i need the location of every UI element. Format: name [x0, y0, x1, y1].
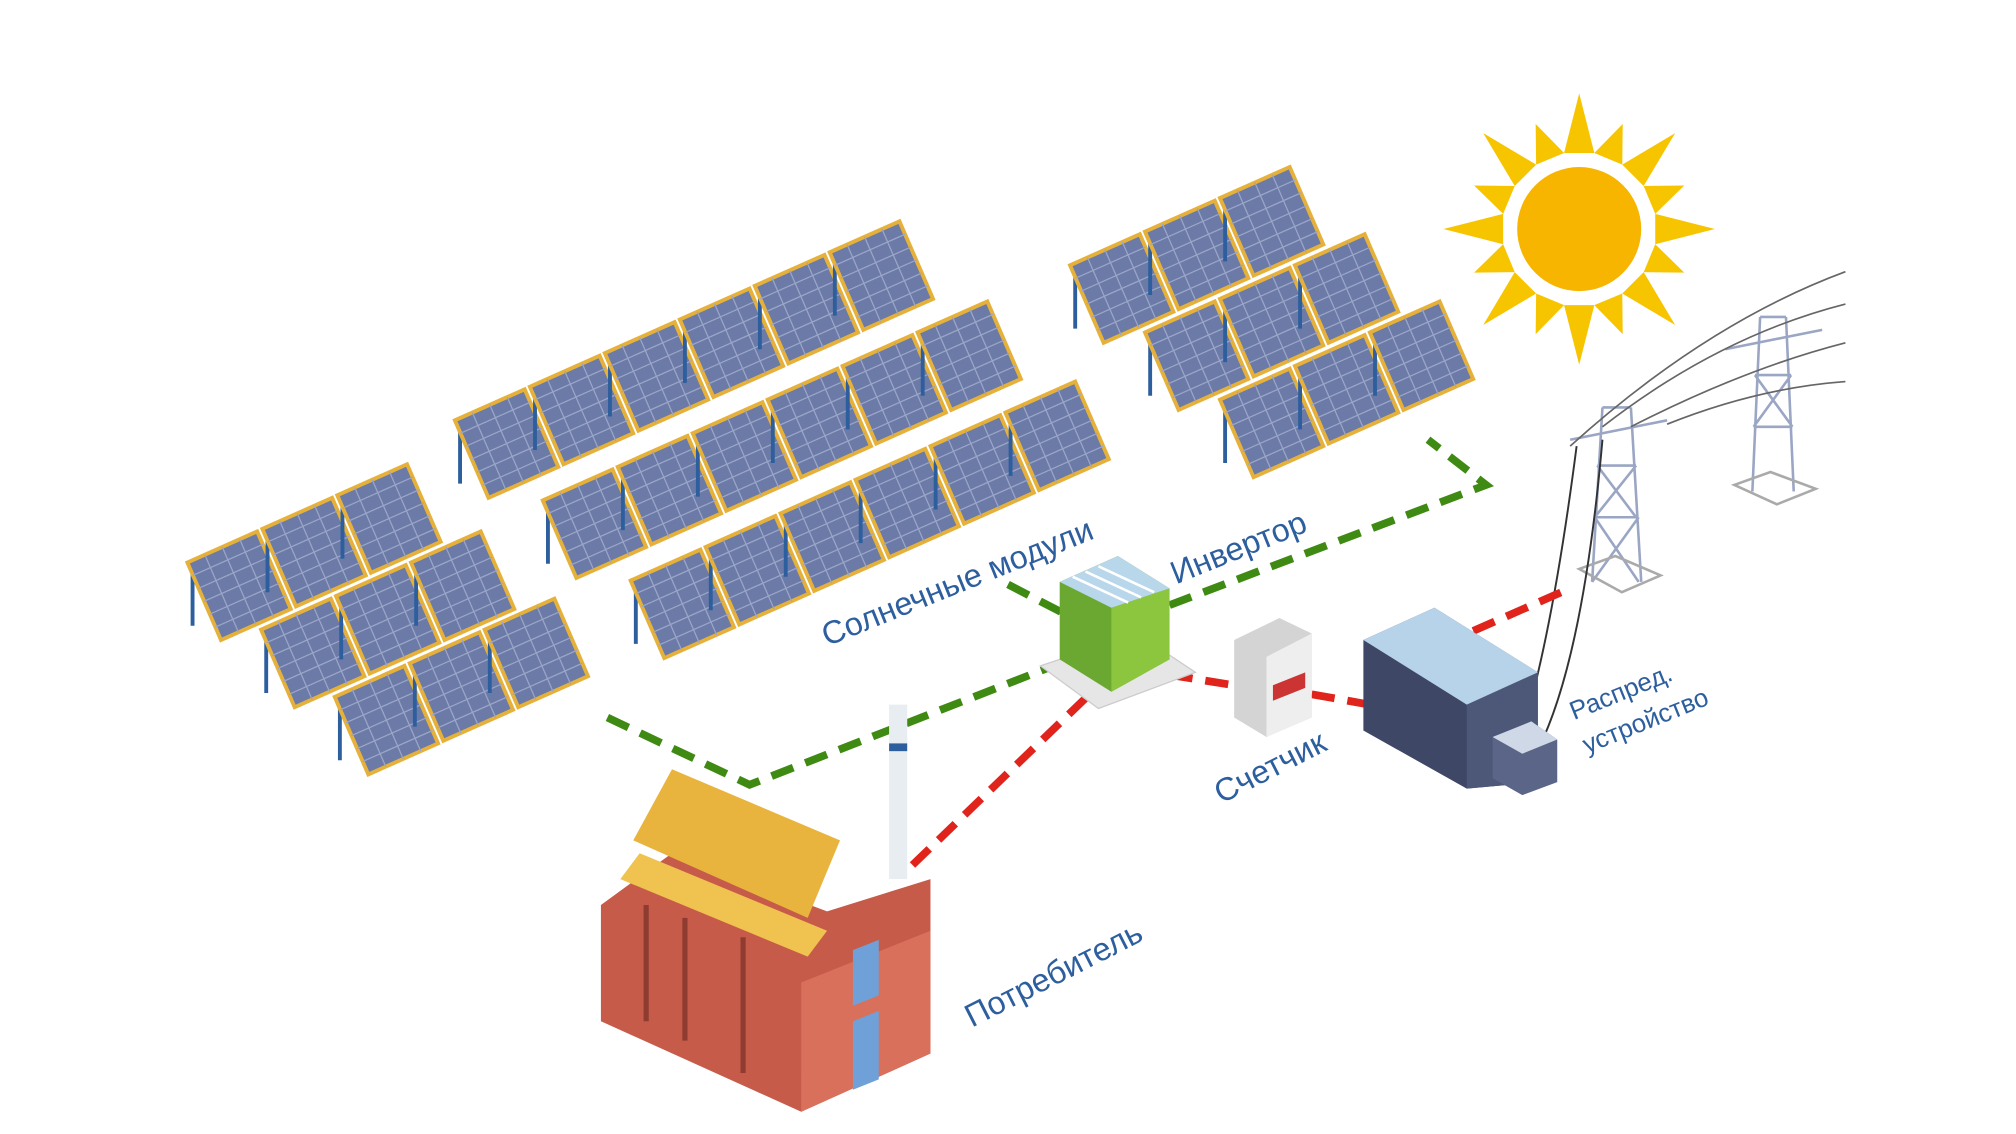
sun-ray — [1483, 272, 1537, 326]
sun-ray — [1594, 293, 1623, 335]
solar-panel — [1217, 366, 1326, 480]
sun-ray — [1643, 244, 1685, 273]
solar-panel — [258, 596, 367, 710]
solar-panel — [334, 461, 444, 576]
sun-ray — [1564, 93, 1595, 154]
solar-panel — [827, 218, 936, 333]
sun-ray — [1594, 123, 1623, 165]
solar-panel — [690, 399, 799, 514]
sun-ray — [1443, 213, 1504, 245]
solar-panel — [1002, 378, 1112, 493]
solar-panel — [677, 285, 786, 400]
electric-meter-icon — [1234, 618, 1312, 737]
solar-panel — [840, 332, 949, 447]
solar-panel — [452, 386, 561, 501]
sun-ray — [1622, 133, 1676, 186]
sun-ray — [1535, 293, 1565, 335]
dc-cables — [605, 436, 1494, 789]
solar-panel — [1292, 332, 1401, 447]
sun-ray — [1535, 123, 1565, 165]
sun-ray — [1622, 272, 1676, 326]
solar-panel — [1217, 164, 1326, 279]
solar-panel — [615, 433, 724, 547]
solar-panel — [628, 546, 737, 661]
sun-ray — [1483, 133, 1537, 186]
distribution-device-icon — [1363, 607, 1558, 796]
solar-panel — [184, 528, 294, 643]
solar-panel — [1142, 298, 1251, 413]
solar-panel — [1292, 231, 1401, 346]
solar-panel — [407, 629, 516, 744]
solar-panel — [1367, 298, 1476, 413]
solar-panel — [482, 596, 591, 710]
sun-ray — [1655, 213, 1715, 245]
solar-panel — [259, 495, 369, 609]
solar-panel — [703, 513, 812, 628]
solar-panel — [540, 466, 649, 581]
solar-panel — [914, 298, 1024, 413]
solar-panel — [1142, 198, 1251, 312]
inverter-icon — [1038, 556, 1197, 710]
solar-panel — [602, 319, 711, 434]
solar-panel — [852, 446, 962, 560]
solar-panel — [1067, 231, 1176, 346]
solar-panel — [332, 663, 441, 777]
solar-panel — [408, 528, 517, 643]
solar-panel — [765, 366, 874, 480]
solar-panel — [333, 562, 442, 677]
sun-ray — [1643, 185, 1685, 214]
solar-panel — [778, 479, 887, 594]
consumer-building-icon — [600, 704, 931, 1112]
sun-ray — [1474, 185, 1515, 214]
consumer-label: Потребитель — [959, 914, 1149, 1034]
solar-panel — [927, 412, 1037, 527]
meter-label: Счетчик — [1208, 723, 1332, 810]
solar-panel-arrays — [184, 164, 1476, 777]
sun-ray — [1474, 244, 1515, 273]
solar-panel — [752, 252, 861, 367]
solar-panel — [527, 353, 636, 467]
sun-icon — [1443, 93, 1715, 365]
power-line-towers — [1517, 270, 1846, 751]
solar-panel — [1217, 265, 1326, 379]
sun-ray — [1564, 305, 1595, 365]
